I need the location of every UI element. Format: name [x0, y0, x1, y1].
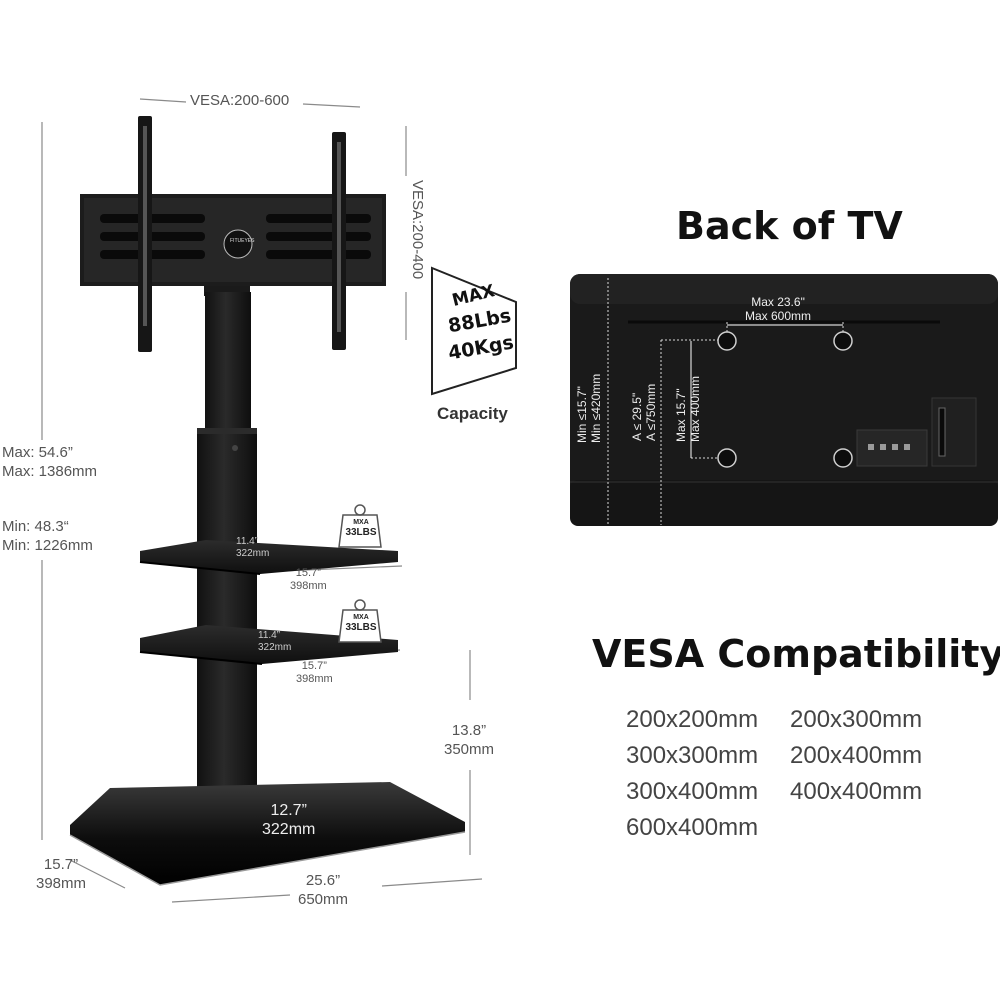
- shelf-top: [140, 540, 398, 574]
- shelf-bottom-badge-top: MXA: [353, 614, 369, 621]
- vesa-size-item: 200x300mm: [790, 706, 923, 733]
- base-depth-in: 15.7”: [43, 856, 79, 873]
- vesa-compat-title: VESA Compatibility: [592, 632, 1000, 676]
- height-min-in: Min: 48.3“: [2, 518, 69, 535]
- shelf-bottom-width-in: 15.7”: [301, 660, 327, 672]
- shelf-top-depth-mm: 322mm: [236, 547, 270, 559]
- height-max-in: Max: 54.6”: [2, 444, 73, 461]
- tv-max-width-mm: Max 600mm: [745, 309, 812, 324]
- vesa-top-label: VESA:200-600: [190, 92, 290, 109]
- clearance-in: 13.8”: [451, 722, 487, 739]
- vesa-holes: [717, 331, 853, 468]
- height-min: Min: 48.3“ Min: 1226mm: [2, 518, 93, 556]
- tv-max-height-mm: Max 400mm: [688, 375, 703, 442]
- tv-a-mm: A ≤750mm: [644, 383, 659, 441]
- base-depth-mm: 398mm: [36, 874, 87, 892]
- shelf-bottom-badge-text: MXA 33LBS: [344, 614, 378, 633]
- height-max: Max: 54.6” Max: 1386mm: [2, 444, 97, 482]
- shelf-top-badge-top: MXA: [353, 519, 369, 526]
- tv-a-in: A ≤ 29.5": [630, 392, 644, 441]
- base-width-mm: 650mm: [298, 890, 349, 908]
- shelf-bottom-badge-bottom: 33LBS: [345, 622, 377, 633]
- shelf-bottom-depth-in: 11.4”: [258, 630, 281, 641]
- vesa-size-item: 600x400mm: [626, 814, 759, 841]
- base-width-dimension: 25.6” 650mm: [298, 872, 348, 910]
- shelf-top-width-in: 15.7”: [295, 567, 321, 579]
- height-max-mm: Max: 1386mm: [2, 462, 98, 480]
- pole-lower: [197, 428, 257, 816]
- vesa-size-item: 400x400mm: [790, 778, 923, 805]
- tv-max-height: Max 15.7" Max 400mm: [674, 376, 703, 442]
- shelf-bottom-badge: [338, 599, 382, 643]
- shelf-bottom: [140, 625, 398, 664]
- tv-a-distance: A ≤ 29.5" A ≤750mm: [630, 384, 659, 441]
- shelf-bottom-width: 15.7” 398mm: [296, 660, 333, 685]
- base-inner-mm: 322mm: [262, 821, 316, 839]
- shelf-top-width: 15.7” 398mm: [290, 567, 327, 592]
- height-min-mm: Min: 1226mm: [2, 536, 93, 554]
- shelf-top-badge-bottom: 33LBS: [345, 527, 377, 538]
- shelf-top-depth: 11.4” 322mm: [236, 536, 269, 559]
- tv-min-mm: Min ≤420mm: [589, 373, 604, 443]
- shelf-top-width-mm: 398mm: [290, 579, 327, 592]
- tv-back-title: Back of TV: [676, 204, 903, 248]
- clearance-mm: 350mm: [444, 740, 495, 758]
- base-depth-dimension: 15.7” 398mm: [36, 856, 86, 894]
- vesa-size-item: 300x400mm: [626, 778, 759, 805]
- shelf-top-depth-in: 11.4”: [236, 536, 259, 547]
- base-inner-in: 12.7”: [270, 802, 307, 819]
- pole-upper: [205, 292, 251, 432]
- glass-base: [70, 782, 465, 885]
- tv-max-width-in: Max 23.6": [751, 295, 805, 309]
- tv-min-in: Min ≤15.7": [575, 386, 589, 443]
- capacity-box: [431, 266, 517, 396]
- vesa-size-item: 200x200mm: [626, 706, 759, 733]
- vesa-size-list: 200x200mm 200x300mm 300x300mm 200x400mm …: [626, 702, 986, 852]
- tv-max-height-in: Max 15.7": [674, 388, 688, 442]
- tv-min-height: Min ≤15.7" Min ≤420mm: [575, 374, 604, 443]
- base-width-in: 25.6”: [305, 872, 341, 889]
- shelf-top-badge: [338, 504, 382, 548]
- clearance-dimension: 13.8” 350mm: [444, 722, 494, 760]
- shelf-bottom-depth: 11.4” 322mm: [258, 630, 291, 653]
- shelf-top-badge-text: MXA 33LBS: [344, 519, 378, 538]
- capacity-label: Capacity: [437, 404, 508, 423]
- vesa-size-item: 200x400mm: [790, 742, 923, 769]
- vesa-side-label: VESA:200-400: [408, 180, 426, 280]
- tv-back-illustration: [570, 274, 998, 526]
- tv-max-width: Max 23.6" Max 600mm: [745, 295, 811, 324]
- brand-logo: FITUEYES: [230, 238, 255, 244]
- vesa-size-item: 300x300mm: [626, 742, 759, 769]
- base-inner-dimension: 12.7” 322mm: [262, 801, 315, 839]
- shelf-bottom-depth-mm: 322mm: [258, 641, 292, 653]
- shelf-bottom-width-mm: 398mm: [296, 672, 333, 685]
